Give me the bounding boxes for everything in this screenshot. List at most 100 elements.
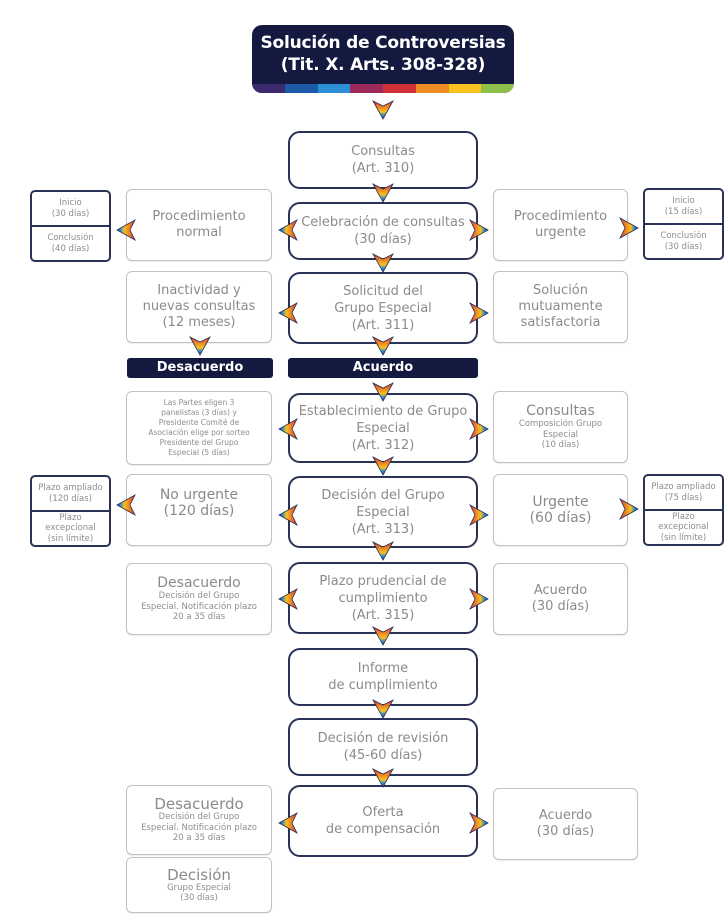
note-text: Conclusión bbox=[47, 233, 94, 243]
box-text: Especial. Notificación plazo bbox=[141, 601, 257, 612]
arrow-down-icon bbox=[372, 454, 394, 476]
node-text: (Art. 312) bbox=[351, 437, 415, 453]
node-text: Establecimiento de Grupo bbox=[298, 403, 468, 419]
box-text: Presidente Comité de bbox=[158, 418, 240, 427]
arrow-down-icon bbox=[372, 766, 394, 788]
box-text: Solución bbox=[532, 283, 588, 298]
box-text: satisfactoria bbox=[520, 315, 601, 330]
node-text: (Art. 310) bbox=[351, 161, 415, 176]
note-text: (sin límite) bbox=[660, 532, 707, 543]
node-decision-revision: Decisión de revisión (45-60 días) bbox=[288, 718, 478, 776]
box-text: Decisión del Grupo bbox=[158, 591, 240, 602]
arrow-right-icon bbox=[467, 812, 489, 834]
box-text: mutuamente bbox=[518, 299, 603, 314]
node-text: Consultas bbox=[351, 144, 415, 159]
node-establecimiento-grupo: Establecimiento de Grupo Especial (Art. … bbox=[288, 393, 478, 463]
arrow-down-icon bbox=[372, 697, 394, 719]
arrow-down-icon bbox=[372, 380, 394, 402]
box-acuerdo-plazo: Acuerdo (30 días) bbox=[493, 563, 628, 635]
note-text: Plazo bbox=[59, 512, 82, 523]
node-decision-grupo: Decisión del Grupo Especial (Art. 313) bbox=[288, 476, 478, 548]
banner-desacuerdo: Desacuerdo bbox=[127, 358, 273, 378]
node-text: Plazo prudencial de bbox=[319, 573, 447, 589]
box-text: Especial bbox=[542, 429, 579, 440]
title-color-stripes bbox=[252, 84, 514, 93]
box-text: 20 a 35 días bbox=[172, 833, 226, 844]
box-text: Presidente del Grupo bbox=[159, 438, 239, 447]
box-partes-eligen: Las Partes eligen 3 panelistas (3 días) … bbox=[126, 391, 272, 465]
note-cell-inicio: Inicio (30 días) bbox=[32, 192, 109, 225]
node-text: Especial bbox=[356, 420, 410, 436]
arrow-left-icon bbox=[278, 812, 300, 834]
note-text: Conclusión bbox=[660, 231, 707, 241]
node-text: Solicitud del bbox=[343, 283, 423, 299]
arrow-down-icon bbox=[372, 624, 394, 646]
arrow-left-icon bbox=[278, 302, 300, 324]
arrow-down-icon bbox=[372, 181, 394, 203]
box-text: Inactividad y bbox=[157, 283, 241, 298]
box-procedimiento-urgente: Procedimiento urgente bbox=[493, 189, 628, 261]
note-cell-conclusion: Conclusión (30 días) bbox=[645, 223, 722, 258]
box-text: Especial. Notificación plazo bbox=[141, 822, 257, 833]
arrow-right-icon bbox=[467, 588, 489, 610]
note-cell-conclusion: Conclusión (40 días) bbox=[32, 225, 109, 260]
arrow-down-icon bbox=[372, 98, 394, 120]
node-text: cumplimiento bbox=[338, 590, 428, 606]
box-text: nuevas consultas bbox=[142, 299, 256, 314]
box-text: (60 días) bbox=[529, 510, 592, 526]
box-text: Las Partes eligen 3 bbox=[163, 398, 235, 407]
box-title: Consultas bbox=[526, 403, 595, 420]
arrow-left-icon bbox=[278, 588, 300, 610]
node-oferta-compensacion: Oferta de compensación bbox=[288, 785, 478, 857]
note-text: (75 días) bbox=[664, 492, 703, 503]
arrow-down-icon bbox=[372, 334, 394, 356]
node-text: de cumplimiento bbox=[328, 678, 438, 693]
note-text: Inicio bbox=[59, 198, 82, 208]
arrow-left-icon bbox=[116, 219, 138, 241]
arrow-right-icon bbox=[467, 418, 489, 440]
node-text: Oferta bbox=[362, 805, 404, 820]
note-text: Plazo bbox=[672, 511, 695, 522]
box-text: Acuerdo bbox=[533, 583, 588, 598]
arrow-right-icon bbox=[467, 302, 489, 324]
box-text: Procedimiento bbox=[152, 209, 246, 224]
note-plazo-urgente: Plazo ampliado (75 días) Plazo excepcion… bbox=[643, 474, 724, 546]
node-solicitud-grupo-especial: Solicitud del Grupo Especial (Art. 311) bbox=[288, 272, 478, 344]
box-text: (120 días) bbox=[163, 503, 235, 519]
node-text: Decisión de revisión bbox=[317, 731, 449, 746]
note-text: excepcional bbox=[45, 523, 96, 534]
title-line-1: Solución de Controversias bbox=[260, 33, 506, 53]
note-plazo-no-urgente: Plazo ampliado (120 días) Plazo excepcio… bbox=[30, 475, 111, 547]
note-text: (40 días) bbox=[51, 243, 90, 254]
node-text: Informe bbox=[357, 661, 409, 676]
box-text: urgente bbox=[535, 225, 586, 240]
note-cell-plazo-ampliado: Plazo ampliado (75 días) bbox=[645, 476, 722, 509]
box-text: (30 días) bbox=[531, 599, 590, 614]
note-cell-plazo-ampliado: Plazo ampliado (120 días) bbox=[32, 477, 109, 510]
arrow-right-icon bbox=[617, 217, 639, 239]
box-text: 20 a 35 días bbox=[172, 612, 226, 623]
box-procedimiento-normal: Procedimiento normal bbox=[126, 189, 272, 261]
note-text: Plazo ampliado bbox=[38, 483, 103, 493]
box-desacuerdo-plazo: Desacuerdo Decisión del Grupo Especial. … bbox=[126, 563, 272, 635]
node-text: Especial bbox=[356, 504, 410, 520]
box-title: Decisión bbox=[167, 865, 231, 884]
arrow-down-icon bbox=[372, 539, 394, 561]
box-decision-grupo-especial: Decisión Grupo Especial (30 días) bbox=[126, 857, 272, 913]
box-urgente: Urgente (60 días) bbox=[493, 474, 628, 546]
box-text: normal bbox=[176, 225, 222, 240]
note-text: (120 días) bbox=[49, 493, 92, 504]
arrow-left-icon bbox=[116, 494, 138, 516]
arrow-left-icon bbox=[278, 219, 300, 241]
box-text: (30 días) bbox=[180, 893, 218, 903]
box-text: (12 meses) bbox=[162, 315, 236, 330]
node-text: (Art. 311) bbox=[351, 317, 415, 333]
note-text: excepcional bbox=[658, 522, 709, 533]
note-cell-plazo-excepcional: Plazo excepcional (sin límite) bbox=[32, 510, 109, 545]
arrow-down-icon bbox=[189, 334, 211, 356]
box-text: Grupo Especial bbox=[167, 882, 231, 893]
node-text: de compensación bbox=[325, 822, 441, 837]
note-text: (30 días) bbox=[664, 241, 703, 252]
box-text: panelistas (3 días) y bbox=[161, 408, 237, 417]
box-no-urgente: No urgente (120 días) bbox=[126, 474, 272, 546]
